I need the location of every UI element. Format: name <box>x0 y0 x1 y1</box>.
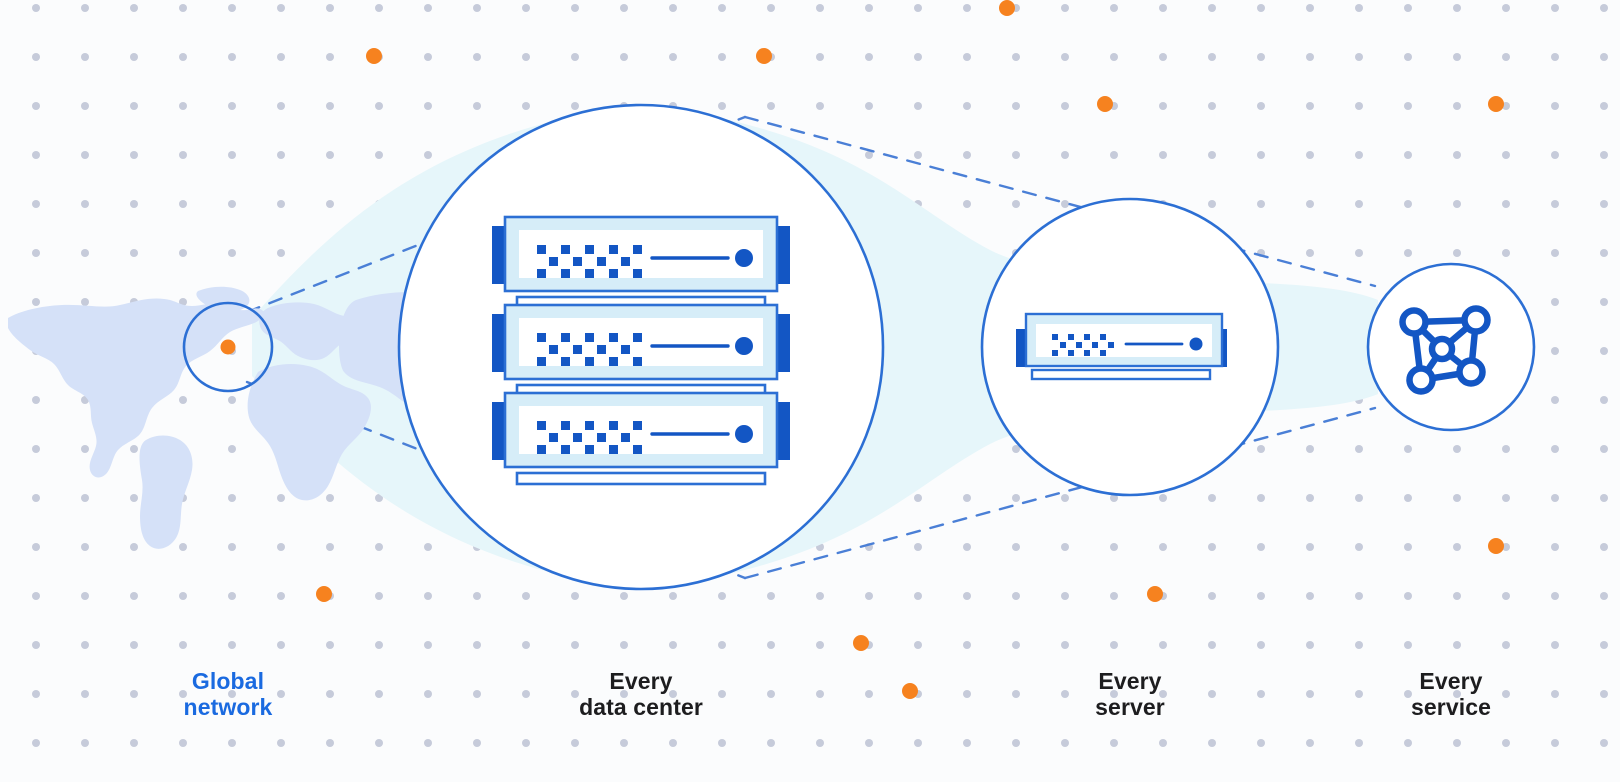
orange-accent-dot <box>902 683 918 699</box>
orange-accent-dot <box>999 0 1015 16</box>
server-unit-icon <box>1016 312 1227 381</box>
rack-shelf <box>515 471 767 486</box>
orange-accent-dot <box>1147 586 1163 602</box>
global-network-circle <box>182 301 274 393</box>
orange-accent-dot <box>1097 96 1113 112</box>
rack-shelf <box>1030 368 1212 381</box>
orange-accent-dot <box>853 635 869 651</box>
orange-accent-dot <box>1488 96 1504 112</box>
network-mesh-nodes <box>1399 305 1491 395</box>
orange-accent-dot <box>316 586 332 602</box>
orange-accent-dot <box>756 48 772 64</box>
server-rack-icon <box>492 215 790 486</box>
rack-unit <box>492 215 790 293</box>
rack-unit <box>492 391 790 469</box>
global-network-marker-dot <box>220 339 236 355</box>
orange-accent-dot <box>366 48 382 64</box>
orange-accent-dot <box>1488 538 1504 554</box>
rack-unit <box>492 303 790 381</box>
